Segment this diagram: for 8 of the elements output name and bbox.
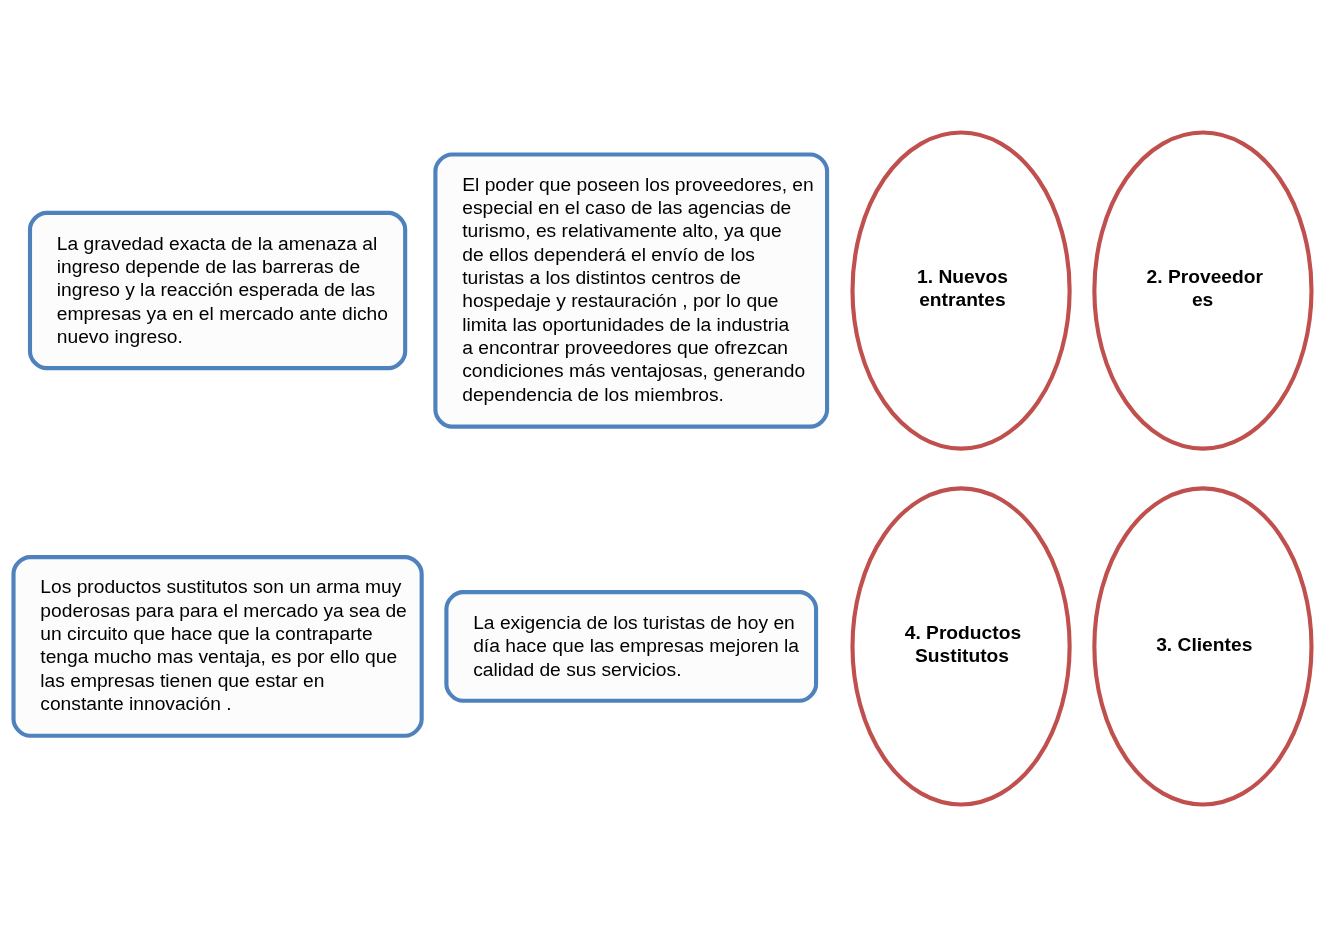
node-ellipse: 2. Proveedor es <box>1092 129 1314 451</box>
node-ellipse: 1. Nuevos entrantes <box>850 129 1072 451</box>
node-box: El poder que poseen los proveedores, en especial en el caso de las agencias de turismo, es relativamente alto, ya que de ellos dependerá el envío de los turistas a los distintos centros de hospedaje y restauración , por lo que limita las oportunidades de la industria a encontrar proveedores que ofrezcan condiciones más ventajosas, generando dependencia de los miembros. <box>433 151 830 429</box>
node-box: La exigencia de los turistas de hoy en día hace que las empresas mejoren la calidad de sus servicios. <box>444 589 819 703</box>
node-box: Los productos sustitutos son un arma muy poderosas para para el mercado ya sea de un circuito que hace que la contraparte tenga mucho mas ventaja, es por ello que las empresas tienen que estar en constante innovación . <box>11 554 424 738</box>
node-box: La gravedad exacta de la amenaza al ingreso depende de las barreras de ingreso y la reacción esperada de las empresas ya en el mercado ante dicho nuevo ingreso. <box>27 210 408 370</box>
node-ellipse: 4. Productos Sustitutos <box>850 485 1072 807</box>
node-ellipse: 3. Clientes <box>1092 485 1314 807</box>
